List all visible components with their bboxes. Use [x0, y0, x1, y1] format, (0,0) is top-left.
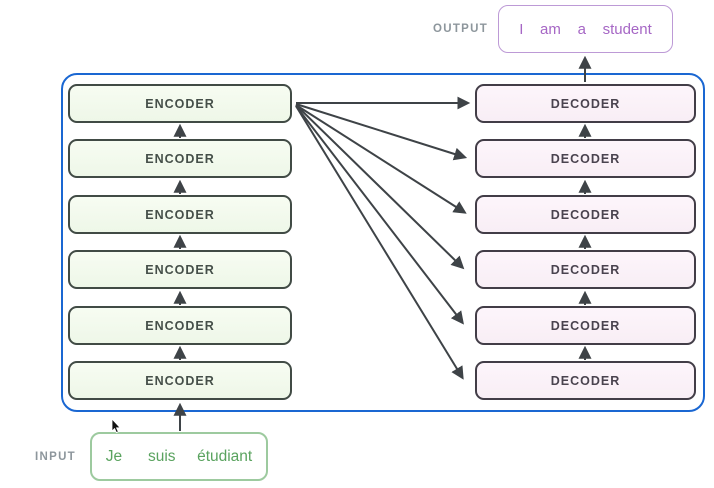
- decoder-box-label: DECODER: [550, 96, 621, 111]
- input-token-text: Je suis étudiant: [105, 447, 253, 465]
- encoder-box-4: ENCODER: [68, 195, 292, 234]
- encoder-box-label: ENCODER: [145, 96, 215, 111]
- input-token-box: Je suis étudiant: [90, 432, 268, 481]
- decoder-box-3: DECODER: [475, 250, 696, 289]
- encoder-box-1: ENCODER: [68, 361, 292, 400]
- encoder-box-3: ENCODER: [68, 250, 292, 289]
- decoder-box-label: DECODER: [550, 151, 621, 166]
- encoder-box-5: ENCODER: [68, 139, 292, 178]
- decoder-box-label: DECODER: [550, 318, 621, 333]
- decoder-box-4: DECODER: [475, 195, 696, 234]
- encoder-box-label: ENCODER: [145, 207, 215, 222]
- encoder-box-label: ENCODER: [145, 262, 215, 277]
- decoder-box-1: DECODER: [475, 361, 696, 400]
- decoder-box-label: DECODER: [550, 262, 621, 277]
- decoder-box-5: DECODER: [475, 139, 696, 178]
- input-label: INPUT: [35, 451, 76, 463]
- encoder-box-label: ENCODER: [145, 151, 215, 166]
- decoder-box-label: DECODER: [550, 373, 621, 388]
- decoder-box-2: DECODER: [475, 306, 696, 345]
- encoder-decoder-boundary: [61, 73, 705, 412]
- encoder-box-6: ENCODER: [68, 84, 292, 123]
- encoder-box-label: ENCODER: [145, 373, 215, 388]
- decoder-box-6: DECODER: [475, 84, 696, 123]
- output-token-text: I am a student: [519, 20, 652, 38]
- encoder-box-label: ENCODER: [145, 318, 215, 333]
- decoder-box-label: DECODER: [550, 207, 621, 222]
- encoder-box-2: ENCODER: [68, 306, 292, 345]
- output-label: OUTPUT: [433, 23, 489, 35]
- output-token-box: I am a student: [498, 5, 673, 53]
